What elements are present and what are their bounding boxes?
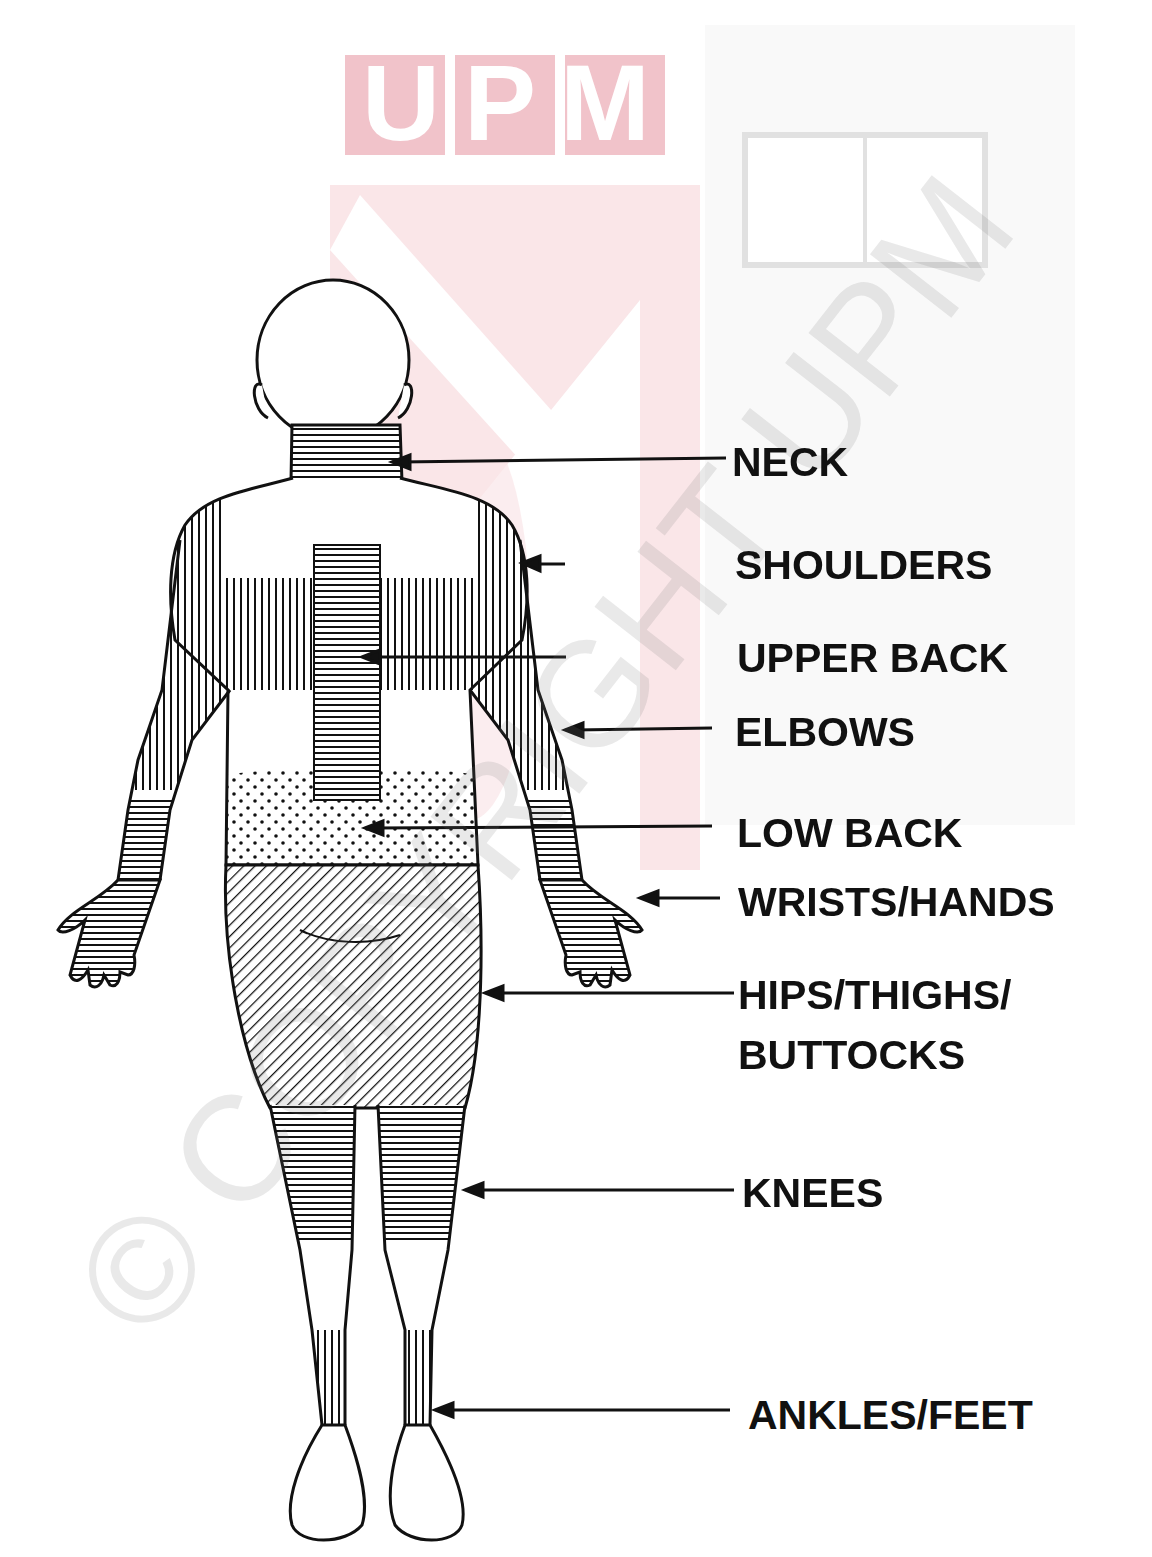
part-label: LOW BACK [737,803,962,863]
part-label: UPPER BACK [737,628,1008,688]
part-label: NECK [732,432,848,492]
part-label: WRISTS/HANDS [738,872,1055,932]
part-label: HIPS/THIGHS/ BUTTOCKS [738,965,1078,1085]
part-label: KNEES [742,1163,883,1223]
part-label: ANKLES/FEET [748,1385,1033,1445]
part-label: ELBOWS [735,702,915,762]
part-label: SHOULDERS [735,535,992,595]
watermark-text: UPM [362,48,674,158]
